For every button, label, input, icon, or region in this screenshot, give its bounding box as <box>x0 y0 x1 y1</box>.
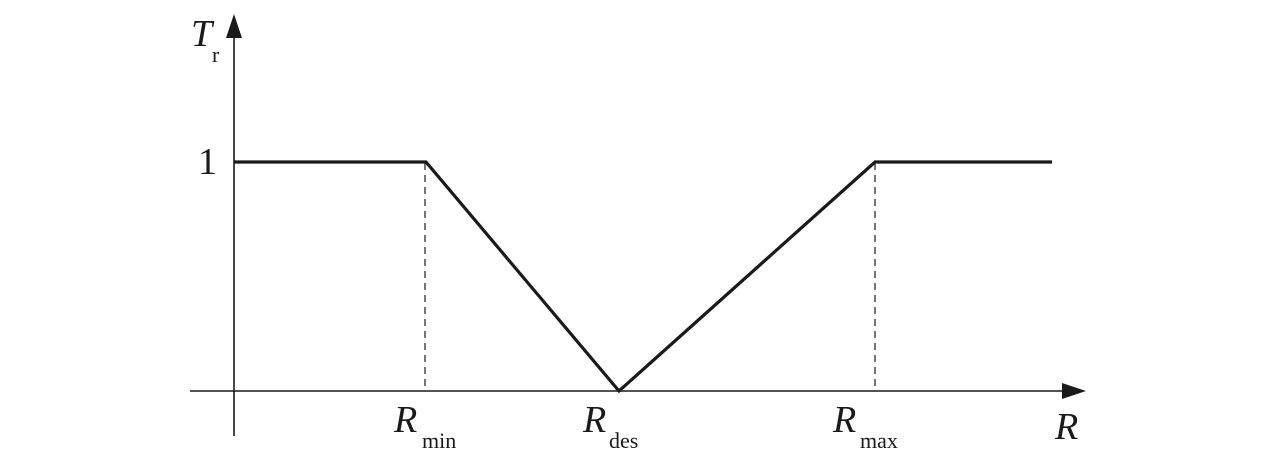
r-max-label: R max <box>832 399 898 453</box>
threshold-curve <box>234 160 1052 394</box>
r-des-label: R des <box>582 399 638 453</box>
x-axis-title: R <box>1054 406 1078 448</box>
y-tick-label-1: 1 <box>198 141 217 183</box>
y-axis-arrow-icon <box>226 14 242 38</box>
r-des-symbol: R <box>582 399 606 441</box>
r-min-subscript: min <box>422 428 456 453</box>
y-axis-title: T r <box>191 13 220 67</box>
y-axis-symbol: T <box>191 13 215 55</box>
r-des-subscript: des <box>609 428 638 453</box>
r-max-subscript: max <box>860 428 898 453</box>
r-min-symbol: R <box>393 399 417 441</box>
y-axis-subscript: r <box>212 42 220 67</box>
r-max-symbol: R <box>832 399 856 441</box>
x-axis-arrow-icon <box>1062 383 1086 399</box>
r-min-label: R min <box>393 399 456 453</box>
